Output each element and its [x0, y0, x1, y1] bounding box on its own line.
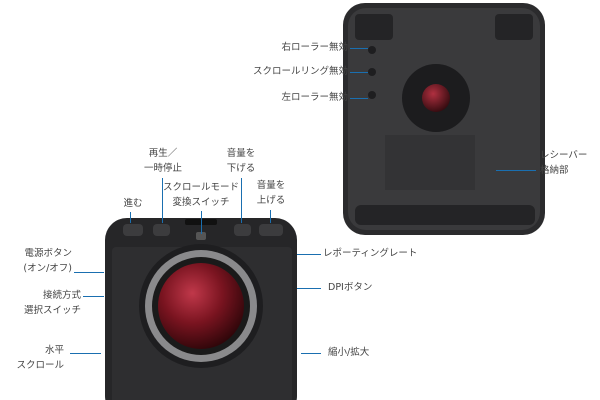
label-line: 格納部: [540, 165, 569, 176]
leader-line: [162, 178, 163, 223]
label-line: 電源ボタン: [24, 248, 72, 259]
label-power-button: 電源ボタン (オン/オフ): [23, 246, 72, 276]
leader-line: [70, 353, 101, 354]
label-line: 下げる: [226, 163, 256, 174]
leader-line: [270, 210, 271, 223]
label-line: 上げる: [256, 195, 286, 206]
label-connection-switch: 接続方式選択スイッチ: [24, 288, 81, 318]
label-scroll-ring-disable: スクロールリング無効: [252, 66, 348, 77]
label-forward: 進む: [123, 198, 143, 209]
label-horizontal-scroll: 水平スクロール: [16, 343, 64, 373]
label-line: 音量を: [226, 148, 256, 159]
leader-line: [496, 170, 536, 171]
label-line: 水平: [44, 345, 64, 356]
label-receiver-storage: レシーバー格納部: [540, 148, 587, 178]
leader-line: [301, 353, 321, 354]
label-line: 音量を: [256, 180, 286, 191]
mouse-top-view: [105, 218, 297, 400]
leader-line: [74, 272, 104, 273]
leader-line: [350, 72, 368, 73]
label-zoom: 縮小/拡大: [328, 347, 370, 358]
label-right-roller-disable: 右ローラー無効: [281, 42, 348, 53]
label-line: 接続方式: [42, 290, 81, 301]
label-volume-up: 音量を上げる: [257, 178, 286, 208]
label-reporting-rate: レポーティングレート: [323, 248, 418, 259]
label-left-roller-disable: 左ローラー無効: [281, 92, 348, 103]
leader-line: [130, 212, 131, 223]
label-scroll-mode-switch: スクロールモード変換スイッチ: [163, 180, 239, 210]
leader-line: [350, 48, 368, 49]
label-line: 選択スイッチ: [23, 305, 81, 316]
label-volume-down: 音量を下げる: [227, 146, 256, 176]
label-dpi-button: DPIボタン: [328, 282, 373, 293]
leader-line: [297, 288, 321, 289]
leader-line: [83, 296, 104, 297]
mouse-bottom-view: [343, 3, 545, 235]
label-line: 変換スイッチ: [172, 197, 230, 208]
label-line: (オン/オフ): [23, 263, 72, 274]
leader-line: [241, 178, 242, 223]
label-line: スクロール: [16, 360, 64, 371]
label-line: 一時停止: [143, 163, 183, 174]
label-line: 再生／: [148, 148, 178, 159]
label-play-pause: 再生／ 一時停止: [144, 146, 182, 176]
leader-line: [201, 211, 202, 234]
leader-line: [297, 254, 321, 255]
label-line: レシーバー: [540, 150, 588, 161]
leader-line: [350, 98, 368, 99]
label-line: スクロールモード: [162, 182, 240, 193]
